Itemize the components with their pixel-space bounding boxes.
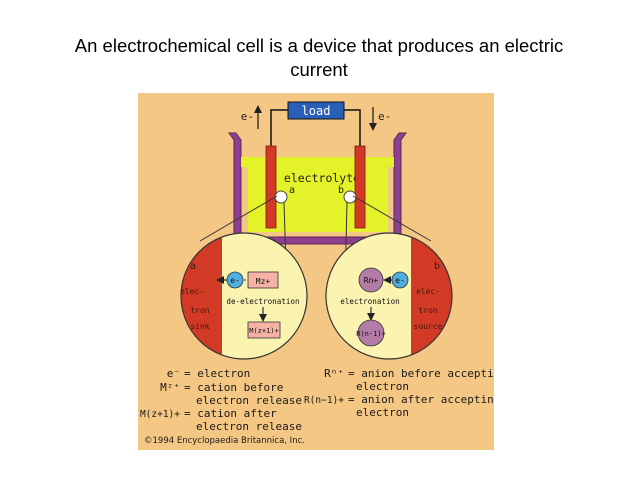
cation-after-label: M(z+1)+: [249, 327, 279, 335]
legend-anion-after-symbol: R(n−1)+: [304, 395, 344, 406]
left-wire: [270, 109, 288, 146]
sink-label-2: tron: [190, 306, 209, 315]
slide-title: An electrochemical cell is a device that…: [0, 34, 638, 82]
sink-label-3: sink: [190, 322, 209, 331]
point-a-label: a: [289, 185, 295, 196]
cation-after-box: [247, 321, 281, 339]
slide-title-line-1: An electrochemical cell is a device that…: [74, 35, 564, 56]
electronation-label: electronation: [340, 297, 399, 306]
legend-anion-after-text-2: electron: [356, 406, 409, 419]
electron-particle-right-label: e-: [395, 276, 405, 285]
legend-cation-after-text-2: electron release: [196, 420, 302, 433]
legend-cation-after-text: = cation after: [184, 407, 277, 420]
legend-cation-before-text-2: electron release: [196, 394, 302, 407]
legend-electron-symbol: e⁻: [167, 367, 180, 380]
legend-cation-after-symbol: M(z+1)+: [140, 409, 180, 420]
source-label-1: elec-: [416, 287, 440, 296]
electron-label-left: e-: [241, 110, 254, 123]
de-electronation-label: de-electronation: [226, 297, 299, 306]
copyright-notice: ©1994 Encyclopaedia Britannica, Inc.: [144, 436, 305, 446]
left-electrode: [265, 145, 277, 229]
external-circuit: load e- e-: [241, 101, 391, 146]
legend-cation-before-text: = cation before: [184, 381, 283, 394]
legend-electron-text: = electron: [184, 367, 250, 380]
electrochemical-cell-diagram: load e- e- electrolyte a b elec- tron si…: [138, 93, 494, 450]
legend-anion-before-text-2: electron: [356, 380, 409, 393]
legend-anion-before-symbol: Rⁿ⁺: [324, 367, 344, 380]
legend-left: e⁻ = electron Mᶻ⁺ = cation before electr…: [140, 367, 302, 433]
anion-after-particle: [357, 319, 385, 347]
load-box: [287, 101, 345, 120]
point-b-label: b: [338, 185, 344, 196]
cation-before-box: [247, 271, 279, 289]
legend-cation-before-symbol: Mᶻ⁺: [160, 381, 180, 394]
sink-label-1: elec-: [180, 287, 204, 296]
anion-before-label: Rn+: [364, 276, 379, 285]
electrolyte-label: electrolyte: [284, 171, 360, 185]
source-label-2: tron: [418, 306, 437, 315]
source-label-3: source: [414, 322, 443, 331]
electrolyte-surface: [241, 157, 394, 167]
anion-after-label: R(n-1)+: [356, 330, 386, 338]
right-wire: [344, 109, 361, 146]
point-a-marker: [274, 190, 288, 204]
load-label: load: [302, 104, 331, 118]
legend-right: Rⁿ⁺ = anion before accepting electron R(…: [304, 367, 494, 419]
circle-b-label: b: [434, 261, 440, 272]
electron-particle-left-label: e-: [230, 276, 240, 285]
electron-sink-region: [181, 233, 222, 359]
point-b-marker: [343, 190, 357, 204]
cell-container: electrolyte: [228, 132, 407, 245]
slide-title-line-2: current: [290, 59, 348, 80]
right-electrode: [354, 145, 366, 229]
electron-particle-right: [391, 271, 409, 289]
diagram-svg: load e- e- electrolyte a b elec- tron si…: [140, 101, 494, 446]
legend-anion-before-text: = anion before accepting: [348, 367, 494, 380]
legend-anion-after-text: = anion after accepting: [348, 393, 494, 406]
electron-source-region: [411, 233, 452, 359]
left-magnified-view: elec- tron sink e- Mz+ de-electronation …: [180, 232, 308, 360]
electron-label-right: e-: [378, 110, 391, 123]
cation-before-label: Mz+: [256, 277, 271, 286]
right-magnified-view: elec- tron source Rn+ e- electronation R…: [325, 232, 453, 360]
circle-a-label: a: [190, 261, 196, 272]
